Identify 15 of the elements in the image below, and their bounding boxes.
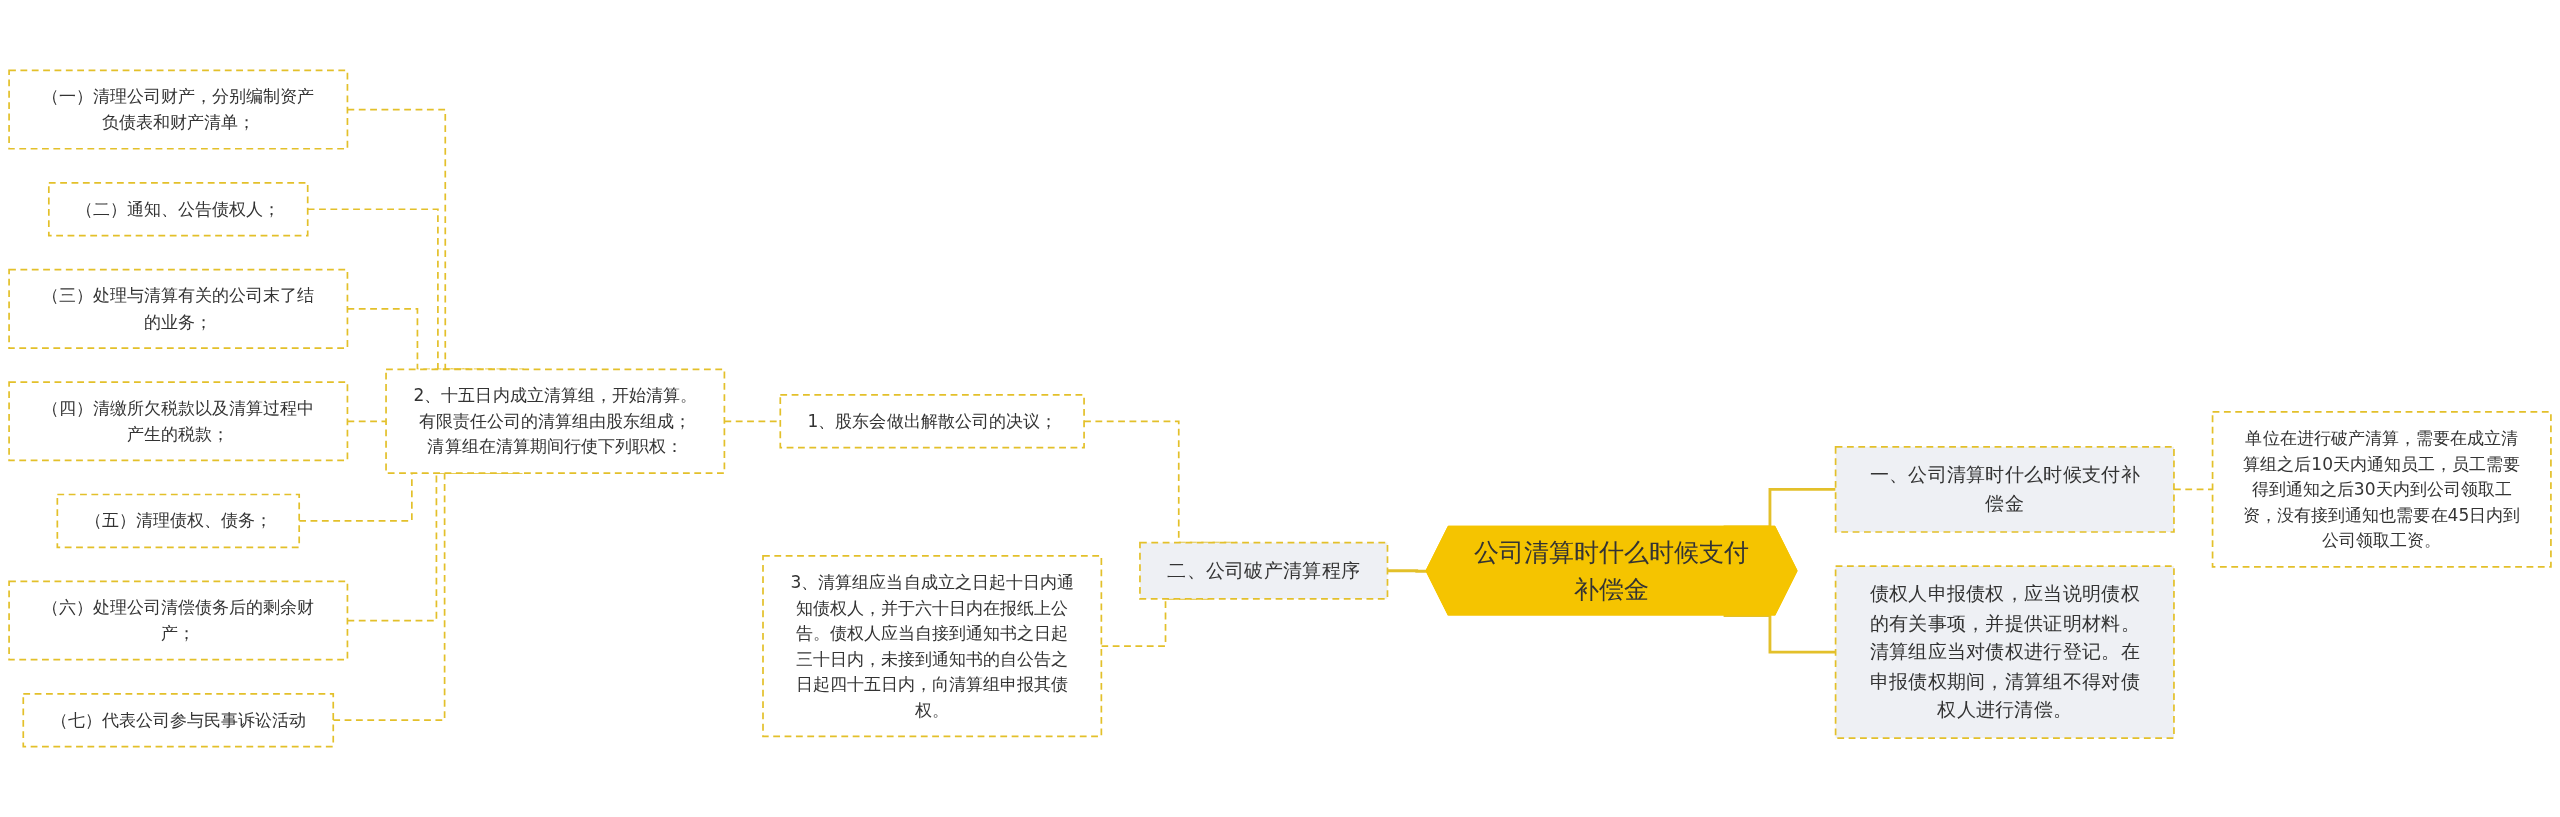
connector [1387,569,1427,573]
node-box: 1、股东会做出解散公司的决议； [779,394,1085,449]
node-box: （三）处理与清算有关的公司末了结的业务； [8,268,349,349]
node-box: （二）通知、公告债权人； [47,182,309,237]
node-box: （四）清缴所欠税款以及清算过程中产生的税款； [8,381,349,462]
node-box: （七）代表公司参与民事诉讼活动 [22,692,335,748]
node-box: 3、清算组应当自成立之日起十日内通知债权人，并于六十日内在报纸上公告。债权人应当自接到通知书之日起三十日内，未接到通知书的自公告之日起四十五日内，向清算组申报其债权。 [762,554,1103,738]
node-box: 债权人申报债权，应当说明债权的有关事项，并提供证明材料。清算组应当对债权进行登记。在申报债权期间，清算组不得对债权人进行清偿。 [1834,565,2175,739]
node-box: 一、公司清算时什么时候支付补偿金 [1834,445,2175,533]
node-box: 2、十五日内成立清算组，开始清算。有限责任公司的清算组由股东组成；清算组在清算期间行使下列职权： [385,368,726,475]
node-box: （一）清理公司财产，分别编制资产负债表和财产清单； [8,69,349,150]
node-box: （六）处理公司清偿债务后的剩余财产； [8,580,349,661]
node-box: 单位在进行破产清算，需要在成立清算组之后10天内通知员工，员工需要得到通知之后30天内到公司领取工资，没有接到通知也需要在45日内到公司领取工资。 [2211,411,2552,568]
node-box: （五）清理债权、债务； [56,493,301,549]
node-box: 二、公司破产清算程序 [1139,541,1389,600]
